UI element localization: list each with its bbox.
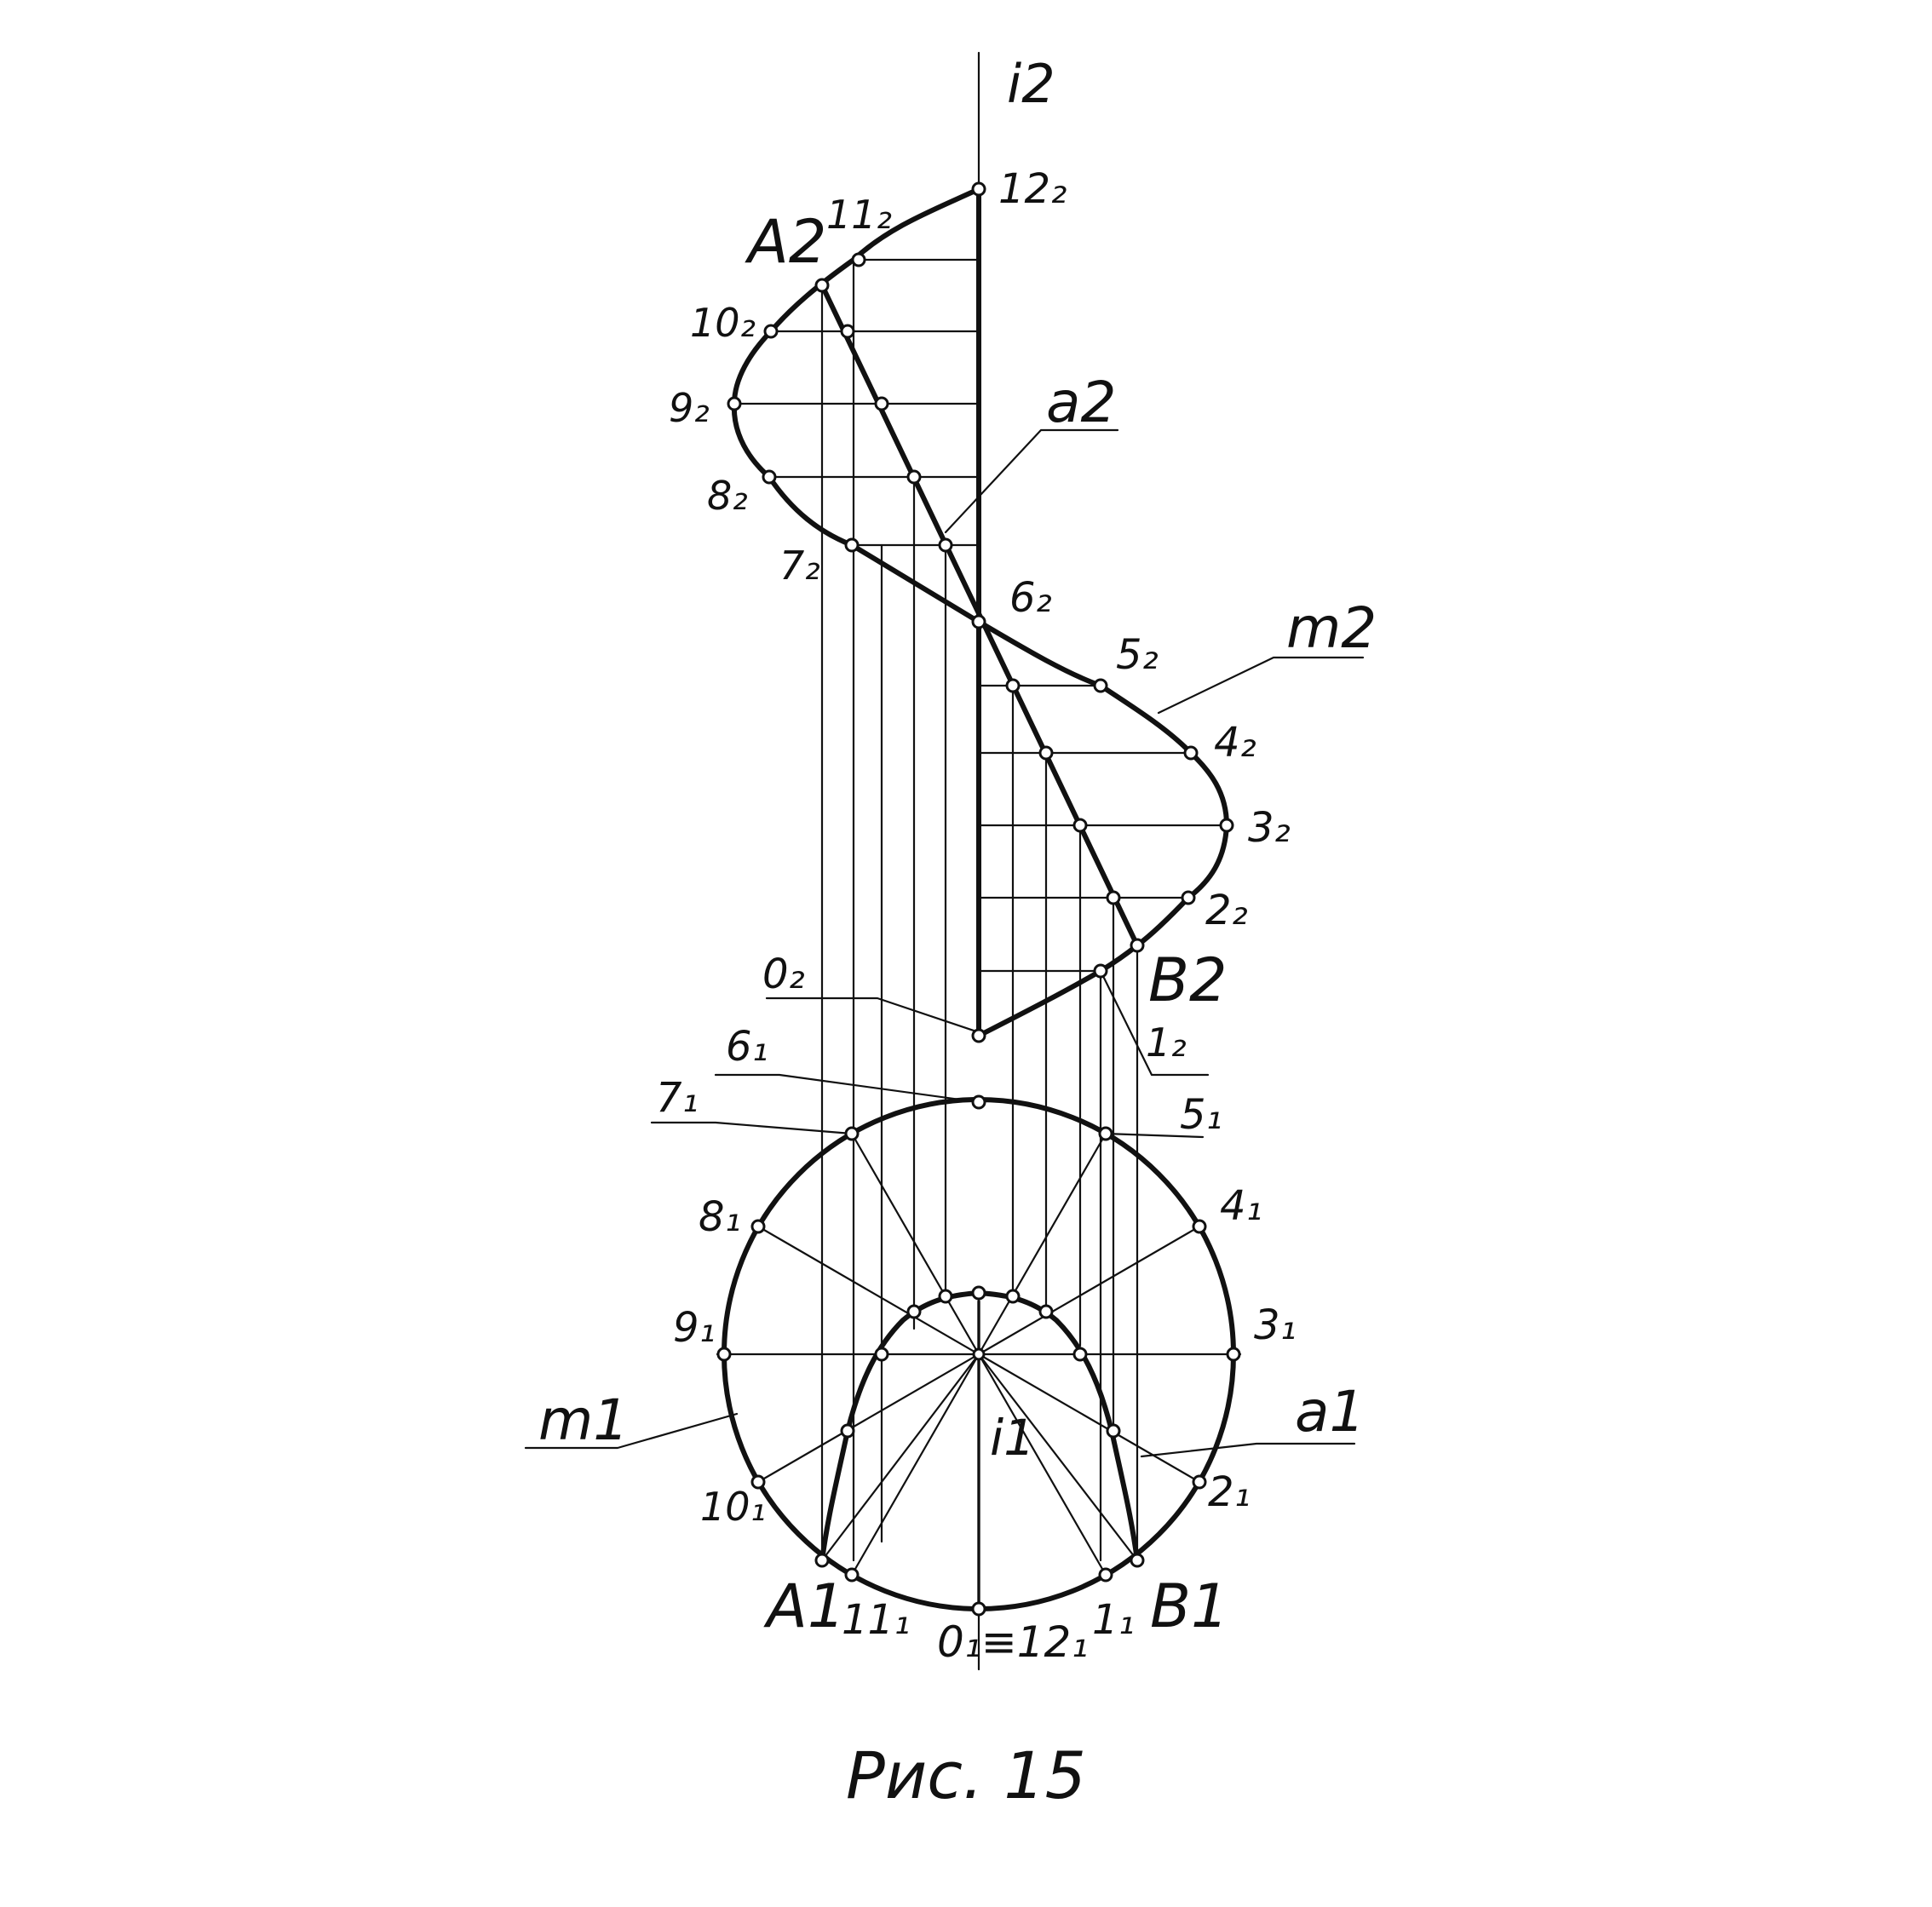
top-labels: i1 0₁≡12₁ 1₁ 2₁ 3₁ 4₁ 5₁ 6₁ 7₁ 8₁ 9₁ 10₁…: [538, 1023, 1365, 1667]
label-8-1: 8₁: [699, 1193, 741, 1241]
top-circle-points: [716, 1094, 1241, 1617]
label-m1: m1: [538, 1387, 629, 1453]
front-helix-points: [727, 181, 1234, 1043]
label-2-1: 2₁: [1208, 1468, 1251, 1516]
label-11-1: 11₁: [842, 1596, 910, 1644]
top-projection: i1 0₁≡12₁ 1₁ 2₁ 3₁ 4₁ 5₁ 6₁ 7₁ 8₁ 9₁ 10₁…: [524, 1023, 1365, 1671]
label-0-1-12-1: 0₁≡12₁: [937, 1617, 1088, 1667]
label-4-1: 4₁: [1220, 1182, 1262, 1230]
top-curve-points: [840, 1285, 1121, 1439]
front-line-points: [840, 324, 1121, 905]
label-a2: a2: [1046, 370, 1116, 435]
projection-lines: [820, 258, 1139, 1562]
front-leaders: [765, 428, 1365, 1077]
label-9-1: 9₁: [673, 1304, 716, 1352]
label-0-2: 0₂: [762, 951, 805, 998]
label-10-2: 10₂: [690, 300, 756, 346]
label-i2: i2: [1007, 53, 1055, 115]
label-B2: B2: [1148, 945, 1228, 1015]
label-3-1: 3₁: [1254, 1301, 1297, 1349]
label-A2: A2: [745, 207, 826, 277]
label-3-2: 3₂: [1248, 804, 1291, 852]
label-a1: a1: [1295, 1379, 1365, 1445]
front-level-lines-left: [733, 258, 980, 547]
label-A1: A1: [763, 1571, 845, 1641]
label-7-2: 7₂: [779, 543, 820, 589]
label-1-1: 1₁: [1092, 1596, 1135, 1644]
label-6-2: 6₂: [1009, 574, 1052, 622]
label-i1: i1: [990, 1409, 1035, 1467]
figure-caption: Рис. 15: [845, 1738, 1087, 1813]
front-level-lines-right: [977, 684, 1228, 973]
top-leaders: [524, 1073, 1356, 1458]
radial-lines: [756, 1132, 1201, 1577]
front-projection: i2 12₂ 11₂ 10₂ 9₂ 8₂ 7₂ 6₂ 5₂ 4₂ 3₂ 2₂ 1…: [669, 51, 1377, 1562]
label-4-2: 4₂: [1214, 719, 1256, 767]
label-10-1: 10₁: [700, 1484, 766, 1530]
label-m2: m2: [1286, 595, 1377, 661]
label-8-2: 8₂: [707, 473, 748, 519]
label-7-1: 7₁: [656, 1074, 699, 1122]
label-5-1: 5₁: [1180, 1091, 1222, 1139]
label-B1: B1: [1150, 1571, 1229, 1641]
label-9-2: 9₂: [669, 385, 710, 431]
label-1-2: 1₂: [1146, 1020, 1187, 1066]
label-5-2: 5₂: [1116, 631, 1159, 679]
label-11-2: 11₂: [826, 192, 892, 238]
label-2-2: 2₂: [1205, 887, 1248, 934]
front-labels: i2 12₂ 11₂ 10₂ 9₂ 8₂ 7₂ 6₂ 5₂ 4₂ 3₂ 2₂ 1…: [669, 53, 1377, 1066]
label-6-1: 6₁: [726, 1023, 768, 1071]
label-12-2: 12₂: [998, 165, 1067, 213]
